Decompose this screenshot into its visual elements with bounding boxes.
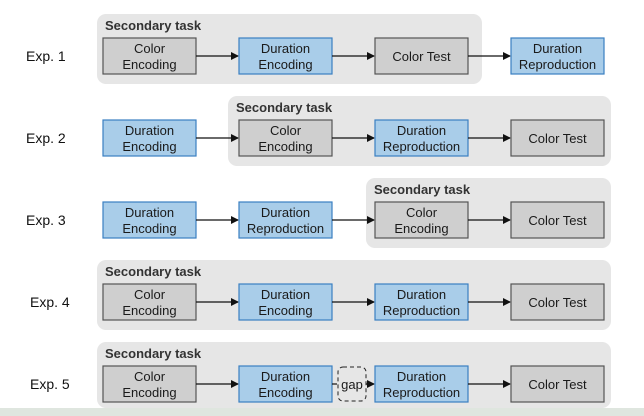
experiment-label: Exp. 5 bbox=[30, 376, 70, 392]
step-box bbox=[510, 119, 605, 157]
gap-label: gap bbox=[341, 377, 363, 392]
step-box-text: Color bbox=[134, 369, 166, 384]
secondary-task-label: Secondary task bbox=[105, 18, 202, 33]
step-box-text: Color bbox=[134, 41, 166, 56]
secondary-task-label: Secondary task bbox=[236, 100, 333, 115]
step-box-text: Duration bbox=[125, 123, 174, 138]
step-box-text: Encoding bbox=[122, 221, 176, 236]
step-box-text: Reproduction bbox=[383, 303, 460, 318]
step-box bbox=[510, 365, 605, 403]
step-box bbox=[102, 201, 197, 239]
step-box-text: Reproduction bbox=[383, 385, 460, 400]
secondary-task-label: Secondary task bbox=[105, 264, 202, 279]
step-box-text: Encoding bbox=[394, 221, 448, 236]
step-box-text: Duration bbox=[261, 205, 310, 220]
step-box-text: Encoding bbox=[122, 139, 176, 154]
step-box-text: Color Test bbox=[392, 49, 451, 64]
step-box-text: Duration bbox=[261, 287, 310, 302]
experiment-label: Exp. 4 bbox=[30, 294, 70, 310]
bottom-divider bbox=[0, 408, 644, 416]
step-box-text: Reproduction bbox=[247, 221, 324, 236]
step-box bbox=[510, 283, 605, 321]
step-box-text: Color Test bbox=[528, 295, 587, 310]
step-box-text: Encoding bbox=[258, 57, 312, 72]
step-box bbox=[238, 37, 333, 75]
step-box-text: Color bbox=[406, 205, 438, 220]
secondary-task-label: Secondary task bbox=[374, 182, 471, 197]
step-box-text: Color bbox=[134, 287, 166, 302]
step-box bbox=[374, 37, 469, 75]
experiment-label: Exp. 3 bbox=[26, 212, 66, 228]
secondary-task-label: Secondary task bbox=[105, 346, 202, 361]
step-box bbox=[238, 283, 333, 321]
step-box bbox=[510, 201, 605, 239]
step-box-text: Reproduction bbox=[519, 57, 596, 72]
step-box-text: Encoding bbox=[258, 303, 312, 318]
step-box bbox=[238, 365, 333, 403]
secondary-task-region bbox=[97, 260, 611, 330]
step-box-text: Duration bbox=[533, 41, 582, 56]
step-box-text: Color Test bbox=[528, 213, 587, 228]
step-box bbox=[374, 365, 469, 403]
step-box-text: Duration bbox=[261, 41, 310, 56]
experiment-label: Exp. 1 bbox=[26, 48, 66, 64]
step-box-text: Duration bbox=[397, 369, 446, 384]
step-box-text: Color Test bbox=[528, 131, 587, 146]
step-box-text: Color bbox=[270, 123, 302, 138]
secondary-task-region bbox=[97, 342, 611, 408]
step-box-text: Encoding bbox=[258, 139, 312, 154]
experiment-label: Exp. 2 bbox=[26, 130, 66, 146]
step-box bbox=[374, 283, 469, 321]
step-box-text: Duration bbox=[397, 287, 446, 302]
step-box bbox=[238, 201, 333, 239]
step-box-text: Reproduction bbox=[383, 139, 460, 154]
step-box-text: Duration bbox=[397, 123, 446, 138]
step-box-text: Duration bbox=[125, 205, 174, 220]
step-box-text: Encoding bbox=[258, 385, 312, 400]
step-box bbox=[102, 365, 197, 403]
step-box bbox=[374, 201, 469, 239]
step-box bbox=[510, 37, 605, 75]
step-box-text: Duration bbox=[261, 369, 310, 384]
step-box-text: Encoding bbox=[122, 385, 176, 400]
step-box bbox=[102, 119, 197, 157]
step-box-text: Encoding bbox=[122, 303, 176, 318]
step-box-text: Color Test bbox=[528, 377, 587, 392]
step-box-text: Encoding bbox=[122, 57, 176, 72]
